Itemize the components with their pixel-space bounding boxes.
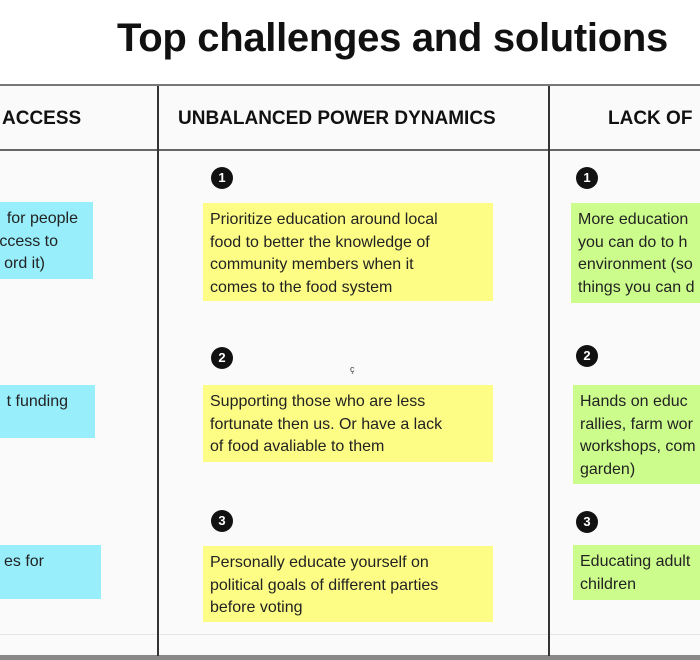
sticky-note[interactable]: Supporting those who are less fortunate …	[203, 385, 493, 462]
note-line: political goals of different parties	[210, 576, 439, 594]
note-line: fortunate then us. Or have a lack	[210, 415, 443, 433]
note-line: comes to the food system	[210, 278, 393, 296]
note-line: Hands on educ	[580, 393, 688, 410]
column-header-lack-of: LACK OF	[608, 108, 693, 129]
note-line: es for	[3, 553, 44, 570]
number-badge-2: 2	[576, 345, 598, 367]
note-line: things you can d	[578, 278, 695, 296]
note-line: Prioritize education around local	[210, 211, 438, 228]
note-line: ord it)	[4, 255, 45, 272]
note-line: Educating adult	[580, 553, 691, 570]
note-line: you can do to h	[578, 233, 688, 251]
column-header-power-dynamics: UNBALANCED POWER DYNAMICS	[178, 108, 496, 129]
note-line: community members when it	[210, 256, 414, 273]
bottom-border	[0, 655, 700, 660]
sticky-note[interactable]: t funding	[0, 385, 95, 438]
number-badge-1: 1	[211, 167, 233, 189]
note-line: Supporting those who are less	[210, 393, 426, 410]
note-line: for people	[6, 210, 78, 227]
note-line: before voting	[210, 599, 303, 616]
number-badge-2: 2	[211, 347, 233, 369]
board-title: Top challenges and solutions	[117, 16, 668, 60]
note-line: rallies, farm wor	[580, 415, 693, 433]
sticky-note[interactable]: Prioritize education around local food t…	[203, 203, 493, 301]
sticky-note[interactable]: Hands on educ rallies, farm wor workshop…	[573, 385, 700, 484]
number-badge-3: 3	[211, 510, 233, 532]
sticky-note[interactable]: for people ccess to ord it)	[0, 202, 93, 279]
header-bottom-divider	[0, 149, 700, 151]
title-band	[0, 0, 700, 85]
sticky-note[interactable]: More education you can do to h environme…	[571, 203, 700, 303]
note-line: ccess to	[0, 232, 58, 250]
note-line: workshops, com	[580, 438, 696, 455]
note-line: t funding	[6, 393, 68, 410]
column-divider	[548, 86, 550, 656]
cursor-glyph: ç	[350, 364, 355, 374]
sticky-note[interactable]: Personally educate yourself on political…	[203, 546, 493, 622]
note-line: children	[580, 575, 637, 593]
note-line: More education	[578, 211, 689, 228]
header-top-divider	[0, 84, 700, 86]
row-divider	[0, 634, 700, 635]
column-divider	[157, 86, 159, 656]
note-line: of food avaliable to them	[210, 438, 385, 455]
sticky-note[interactable]: Educating adult children	[573, 545, 700, 600]
note-line: Personally educate yourself on	[210, 554, 429, 571]
note-line: environment (so	[578, 256, 693, 273]
column-header-access: ACCESS	[2, 108, 82, 129]
number-badge-3: 3	[576, 511, 598, 533]
number-badge-1: 1	[576, 167, 598, 189]
note-line: garden)	[580, 460, 636, 478]
sticky-note[interactable]: es for	[0, 545, 101, 599]
note-line: food to better the knowledge of	[210, 233, 430, 251]
